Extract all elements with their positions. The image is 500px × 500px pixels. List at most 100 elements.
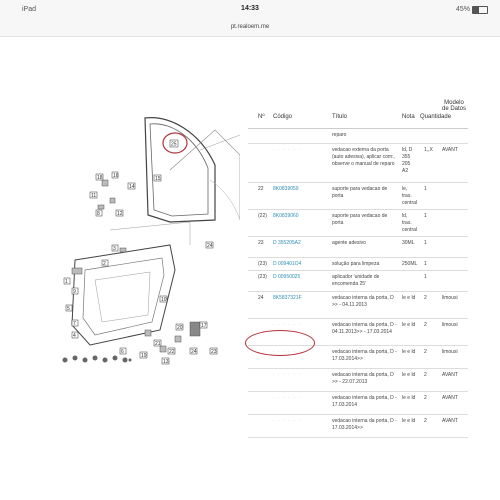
diagram-label: 2 (103, 261, 106, 267)
table-row[interactable]: (23) D 009401O4 solução para limpeza 250… (248, 258, 468, 271)
header-title: Título (332, 114, 348, 120)
diagram-label: 24 (191, 349, 197, 355)
cell-no: 23 (258, 240, 264, 246)
part-link[interactable]: D 355205A2 (273, 240, 301, 246)
diagram-label: 23 (211, 349, 217, 355)
cell-nota: le, tras. central (402, 186, 418, 206)
cell-title: agente adesivo (332, 240, 366, 246)
cell-title: vedacao interna da porta, D - 17.03.2014… (332, 418, 397, 431)
cell-qty: 2 (424, 372, 427, 378)
part-link[interactable]: 8K5837321F (273, 295, 302, 301)
body-panel (169, 129, 240, 220)
diagram-label: 5 (67, 306, 70, 312)
cell-title: aplicador 'unidade de encomenda 25' (332, 274, 380, 287)
device-label: iPad (22, 6, 37, 13)
header-nota: Nota (402, 114, 415, 120)
part-link[interactable]: D 00950025 (273, 274, 301, 280)
table-row[interactable]: · · · · · · vedacao interna da porta, D … (248, 319, 468, 346)
part-link[interactable]: D 009401O4 (273, 261, 302, 267)
cell-nota: 30ML (402, 240, 415, 246)
battery-percent: 45% (455, 6, 470, 13)
cell-model: AVANT (442, 147, 458, 153)
cell-nota: le e ld (402, 349, 416, 355)
cell-qty: 1,,X (424, 147, 433, 153)
diagram-label: 9 (73, 289, 76, 295)
table-row[interactable]: · · · · · · vedacao interna da porta, D … (248, 415, 468, 438)
diagram-label: 10 (161, 297, 167, 303)
diagram-label: 19 (141, 353, 147, 359)
diagram-label: 25 (171, 142, 177, 148)
table-row: reparo (248, 129, 468, 144)
cell-title: vedacao interna da porta, D - 17.03.2014 (332, 395, 397, 408)
cell-title: suporte para vedacao de porta (332, 186, 388, 199)
highlight-circle-diagram (162, 132, 188, 154)
part-link[interactable]: 8K0839060 (273, 213, 299, 219)
part-link[interactable]: 8K0839059 (273, 186, 299, 192)
header-code: Código (273, 114, 293, 120)
cell-title: vedacao interna da porta, D >> - 22.07.2… (332, 372, 394, 385)
diagram-label: 17 (201, 323, 207, 329)
cell-model: AVANT (442, 418, 458, 424)
status-bar: iPad 14:33 45% (0, 0, 500, 20)
cell-title: vedacao interna da porta, D - 04.11.2013… (332, 322, 397, 335)
diagram-label: 13 (163, 359, 169, 365)
diagram-label: 18 (97, 175, 103, 181)
table-row[interactable]: 24 8K5837321F vedacao interna da porta, … (248, 292, 468, 319)
door-seal-outline (144, 117, 216, 223)
battery-icon (472, 6, 488, 14)
diagram-label: 1 (65, 279, 68, 285)
cell-no: 22 (258, 186, 264, 192)
cell-nota: le e ld (402, 295, 416, 301)
cell-qty: 1 (424, 240, 427, 246)
cell-no: (23) (258, 261, 267, 267)
url-text: pt.realoem.me (230, 24, 270, 30)
table-row[interactable]: (22) 8K0839060 suporte para vedacao de p… (248, 210, 468, 237)
cell-qty: 1 (424, 213, 427, 219)
diagram-label: 11 (91, 193, 96, 199)
diagram-label: 8 (97, 211, 100, 217)
diagram-label: 15 (155, 176, 161, 182)
header-model: Modelo de Datos (442, 100, 467, 112)
table-row[interactable]: · · · · · · vedacao interna da porta, D … (248, 392, 468, 415)
cell-nota: ld, tras. central (402, 213, 418, 233)
cell-model: limousi (442, 322, 458, 328)
table-header: Nº Código Título Nota Quantidade Modelo … (248, 100, 468, 129)
door-inner-panel (71, 244, 176, 346)
cell-title: solução para limpeza (332, 261, 380, 267)
cell-qty: 2 (424, 349, 427, 355)
part-link[interactable]: · · · · · · (273, 395, 301, 401)
cell-nota: le e ld (402, 395, 416, 401)
table-row[interactable]: 22 8K0839059 suporte para vedacao de por… (248, 183, 468, 210)
table-row[interactable]: · · · · · · vedacao interna da porta, D … (248, 369, 468, 392)
highlight-circle-table (245, 330, 315, 356)
diagram-label: 12 (117, 211, 123, 217)
diagram-label: 21 (155, 341, 161, 347)
diagram-label: 14 (129, 184, 135, 190)
address-bar[interactable]: pt.realoem.me (0, 20, 500, 37)
cell-nota: le e ld (402, 418, 416, 424)
cell-title: vedacao externa da porta (auto adesiva),… (332, 147, 395, 167)
header-no: Nº (258, 114, 265, 120)
header-qty: Quantidade (420, 114, 452, 120)
part-link[interactable]: · · · · · · (273, 372, 301, 378)
cell-nota: le e ld (402, 372, 416, 378)
cell-no: (23) (258, 274, 267, 280)
diagram-label: 3 (113, 246, 116, 252)
cell-code: · · · · · · (273, 147, 301, 153)
cell-qty: 2 (424, 418, 427, 424)
diagram-label: 22 (169, 349, 175, 355)
table-row[interactable]: (23) D 00950025 aplicador 'unidade de en… (248, 271, 468, 292)
parts-table: Nº Código Título Nota Quantidade Modelo … (248, 100, 468, 438)
diagram-label: 7 (73, 321, 76, 327)
cell-qty: 1 (424, 261, 427, 267)
cell-nota: ld, D 355 205 A2 (402, 147, 413, 174)
cell-no: 24 (258, 295, 264, 301)
cell-title: vedacao interna da porta, D >> - 04.11.2… (332, 295, 394, 308)
part-link[interactable]: · · · · · · (273, 418, 301, 424)
cell-model: AVANT (442, 395, 458, 401)
diagram-label: 24 (207, 243, 213, 249)
part-link[interactable]: · · · · · · (273, 322, 301, 328)
table-row[interactable]: 23 D 355205A2 agente adesivo 30ML 1 (248, 237, 468, 258)
parts-diagram: 25 18 16 14 15 11 8 12 3 2 1 9 5 7 10 4 … (62, 117, 240, 365)
cell-title: vedacao interna da porta, D - 17.03.2014… (332, 349, 397, 362)
